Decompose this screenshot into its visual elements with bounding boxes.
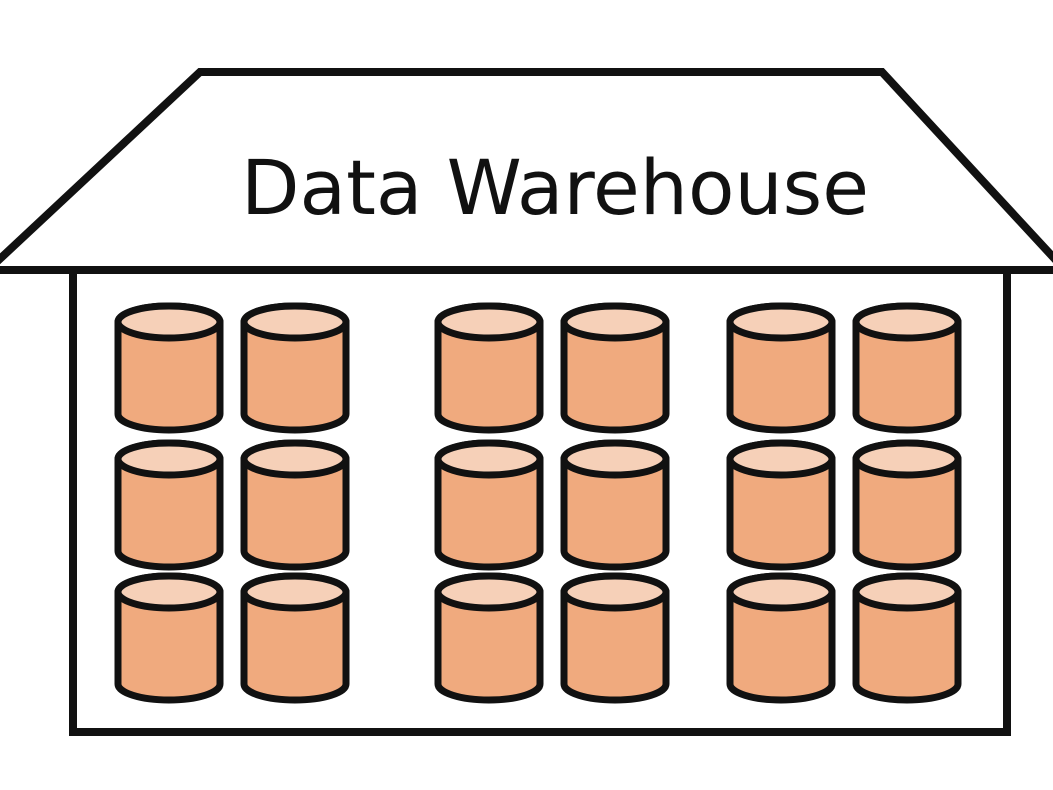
cylinder-top bbox=[560, 572, 670, 612]
database-cylinder-icon bbox=[726, 572, 836, 704]
database-cylinder-icon bbox=[114, 302, 224, 434]
cylinder-top bbox=[852, 302, 962, 342]
cylinder-top bbox=[240, 439, 350, 479]
warehouse-title: Data Warehouse bbox=[241, 143, 869, 232]
warehouse-roof bbox=[0, 68, 1053, 274]
cylinder-top bbox=[240, 572, 350, 612]
cylinder-top bbox=[852, 572, 962, 612]
cylinder-top bbox=[114, 439, 224, 479]
database-cylinder-icon bbox=[434, 572, 544, 704]
cylinder-top bbox=[852, 439, 962, 479]
database-cylinder-icon bbox=[726, 439, 836, 571]
cylinder-top bbox=[434, 302, 544, 342]
database-cylinder-icon bbox=[560, 439, 670, 571]
database-cylinder-icon bbox=[560, 302, 670, 434]
database-cylinder-icon bbox=[852, 439, 962, 571]
cylinder-top bbox=[726, 302, 836, 342]
database-cylinder-icon bbox=[114, 439, 224, 571]
cylinder-top bbox=[560, 302, 670, 342]
database-cylinder-icon bbox=[852, 302, 962, 434]
database-cylinder-icon bbox=[852, 572, 962, 704]
cylinder-top bbox=[560, 439, 670, 479]
database-cylinder-icon bbox=[434, 439, 544, 571]
cylinder-top bbox=[114, 572, 224, 612]
database-cylinders-group bbox=[114, 302, 962, 704]
cylinder-top bbox=[434, 572, 544, 612]
cylinder-top bbox=[726, 439, 836, 479]
cylinder-top bbox=[434, 439, 544, 479]
database-cylinder-icon bbox=[726, 302, 836, 434]
database-cylinder-icon bbox=[240, 302, 350, 434]
cylinder-top bbox=[114, 302, 224, 342]
database-cylinder-icon bbox=[434, 302, 544, 434]
database-cylinder-icon bbox=[560, 572, 670, 704]
database-cylinder-icon bbox=[240, 439, 350, 571]
cylinder-top bbox=[726, 572, 836, 612]
database-cylinder-icon bbox=[240, 572, 350, 704]
database-cylinder-icon bbox=[114, 572, 224, 704]
cylinder-top bbox=[240, 302, 350, 342]
